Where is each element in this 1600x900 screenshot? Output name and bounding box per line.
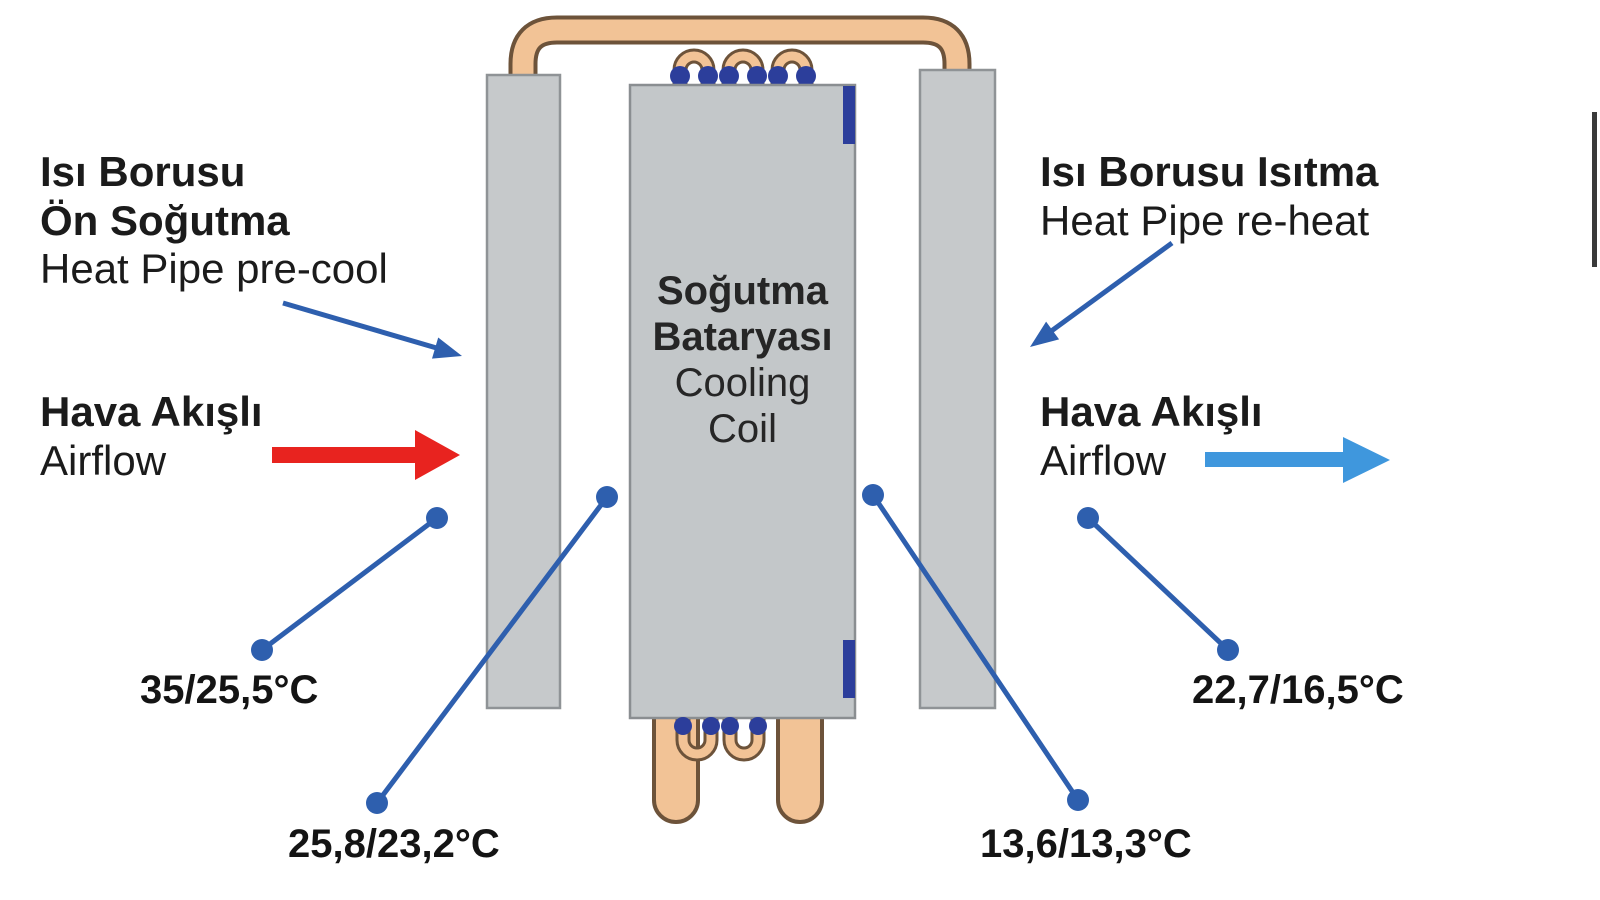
precool-pointer-arrow-icon bbox=[282, 300, 462, 359]
airflow-in-arrow-icon bbox=[272, 430, 460, 480]
label-precool-tr1: Isı Borusu bbox=[40, 148, 246, 195]
leader-line-air-entering bbox=[251, 507, 448, 661]
label-airflow-in-en: Airflow bbox=[40, 436, 167, 484]
right-edge-fragment bbox=[1592, 112, 1597, 267]
cooling-coil-body bbox=[628, 83, 857, 720]
label-reheat-tr: Isı Borusu Isıtma bbox=[1040, 148, 1379, 195]
reheat-pointer-arrow-icon bbox=[1030, 240, 1174, 347]
label-airflow-out-tr: Hava Akışlı bbox=[1040, 388, 1263, 435]
temp-air-entering: 35/25,5°C bbox=[140, 668, 319, 712]
label-coil-en1: Cooling bbox=[674, 361, 811, 405]
heat-pipe-loop-icon bbox=[508, 15, 972, 105]
label-airflow-out-en: Airflow bbox=[1040, 436, 1167, 484]
coil-top-ubends-icon bbox=[670, 48, 816, 98]
label-heat-pipe-reheat: Isı Borusu Isıtma Heat Pipe re-heat bbox=[1040, 148, 1378, 245]
leader-line-air-leaving bbox=[1077, 507, 1239, 661]
airflow-out-arrow-icon bbox=[1205, 437, 1390, 483]
label-airflow-in: Hava Akışlı Airflow bbox=[40, 388, 263, 485]
temp-air-leaving: 22,7/16,5°C bbox=[1192, 668, 1404, 712]
temp-after-precool: 25,8/23,2°C bbox=[288, 822, 500, 866]
label-precool-en: Heat Pipe pre-cool bbox=[40, 245, 388, 293]
coil-header-top-icon bbox=[843, 86, 855, 144]
temp-after-cooling-coil: 13,6/13,3°C bbox=[980, 822, 1192, 866]
label-coil-tr1: Soğutma bbox=[656, 269, 829, 313]
coil-header-bottom-icon bbox=[843, 640, 855, 698]
label-airflow-in-tr: Hava Akışlı bbox=[40, 388, 263, 435]
label-heat-pipe-precool: Isı Borusu Ön Soğutma Heat Pipe pre-cool bbox=[40, 148, 388, 294]
heat-pipe-reheat-slab bbox=[918, 68, 997, 710]
label-reheat-en: Heat Pipe re-heat bbox=[1040, 196, 1370, 244]
leader-line-after-coil bbox=[862, 484, 1089, 811]
label-airflow-out: Hava Akışlı Airflow bbox=[1040, 388, 1263, 485]
label-coil-tr2: Bataryası bbox=[652, 315, 833, 359]
label-precool-tr2: Ön Soğutma bbox=[40, 196, 290, 244]
coil-bottom-tubes-icon bbox=[652, 710, 824, 824]
leader-line-after-precool bbox=[366, 486, 618, 814]
heat-pipe-precool-slab bbox=[485, 73, 562, 710]
label-coil-en2: Coil bbox=[708, 407, 777, 451]
label-cooling-coil: Soğutma Bataryası Cooling Coil bbox=[630, 268, 855, 452]
coil-bottom-tips-icon bbox=[674, 717, 767, 735]
